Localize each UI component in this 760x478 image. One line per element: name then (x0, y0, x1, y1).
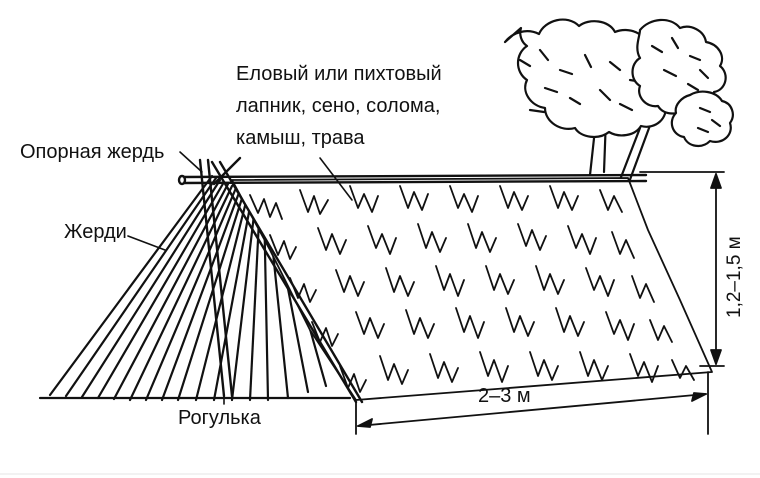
height-dimension-label: 1,2–1,5 м (724, 236, 745, 318)
width-dimension-label: 2–3 м (478, 385, 531, 407)
support-pole-assembly (177, 156, 648, 404)
poles-label: Жерди (64, 221, 127, 243)
forked-stake-label: Рогулька (178, 407, 262, 429)
material-label-line-3: камыш, трава (236, 127, 365, 149)
tree (503, 18, 734, 187)
material-label-line-1: Еловый или пихтовый (236, 63, 442, 85)
material-label-line-2: лапник, сено, солома, (236, 95, 440, 117)
support-pole-label: Опорная жердь (20, 141, 164, 163)
height-dimension (639, 171, 725, 367)
leader-lines (127, 151, 353, 405)
width-dimension (355, 371, 709, 435)
thatch-covering (231, 177, 713, 401)
